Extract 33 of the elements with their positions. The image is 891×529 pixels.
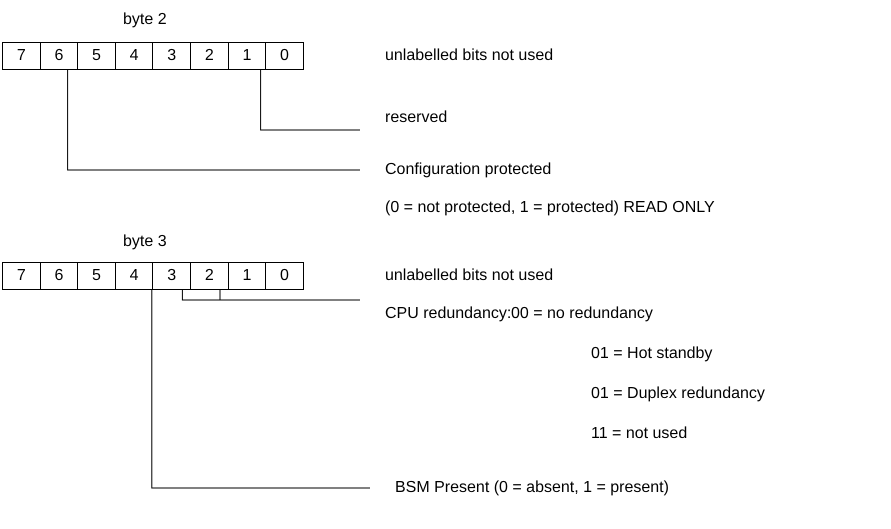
byte-heading: byte 2 xyxy=(123,10,167,30)
bit-cell: 3 xyxy=(152,262,191,290)
bit-description: 01 = Duplex redundancy xyxy=(591,384,765,404)
bit-description: 00 = no redundancy xyxy=(511,304,653,324)
bit-cell: 0 xyxy=(265,262,304,290)
bit-description: BSM Present (0 = absent, 1 = present) xyxy=(395,478,669,498)
bit-cell: 2 xyxy=(190,42,229,70)
leader-line xyxy=(260,70,360,130)
bit-cell: 7 xyxy=(2,42,41,70)
byte-heading: byte 3 xyxy=(123,232,167,252)
note-text: unlabelled bits not used xyxy=(385,266,554,286)
bit-cell: 3 xyxy=(152,42,191,70)
bit-cell: 1 xyxy=(228,42,266,70)
note-text: unlabelled bits not used xyxy=(385,46,554,66)
bit-cell: 6 xyxy=(40,262,78,290)
bit-cell: 2 xyxy=(190,262,229,290)
bit-cell: 5 xyxy=(77,42,116,70)
bit-cell: 4 xyxy=(114,262,154,290)
bit-description: Configuration protected xyxy=(385,160,552,180)
leader-line xyxy=(151,290,370,488)
bit-description: (0 = not protected, 1 = protected) READ ONLY xyxy=(385,198,715,218)
bit-cell: 7 xyxy=(2,262,41,290)
bit-cell: 5 xyxy=(77,262,116,290)
leader-line xyxy=(67,70,360,170)
bit-description: reserved xyxy=(385,108,448,128)
bit-cell: 1 xyxy=(228,262,266,290)
bit-cell: 4 xyxy=(114,42,154,70)
leader-line xyxy=(220,290,360,300)
bit-description: CPU redundancy: xyxy=(385,304,512,324)
bit-cell: 0 xyxy=(265,42,304,70)
bit-description: 11 = not used xyxy=(591,424,688,444)
bit-cell: 6 xyxy=(40,42,78,70)
bit-description: 01 = Hot standby xyxy=(591,344,712,364)
